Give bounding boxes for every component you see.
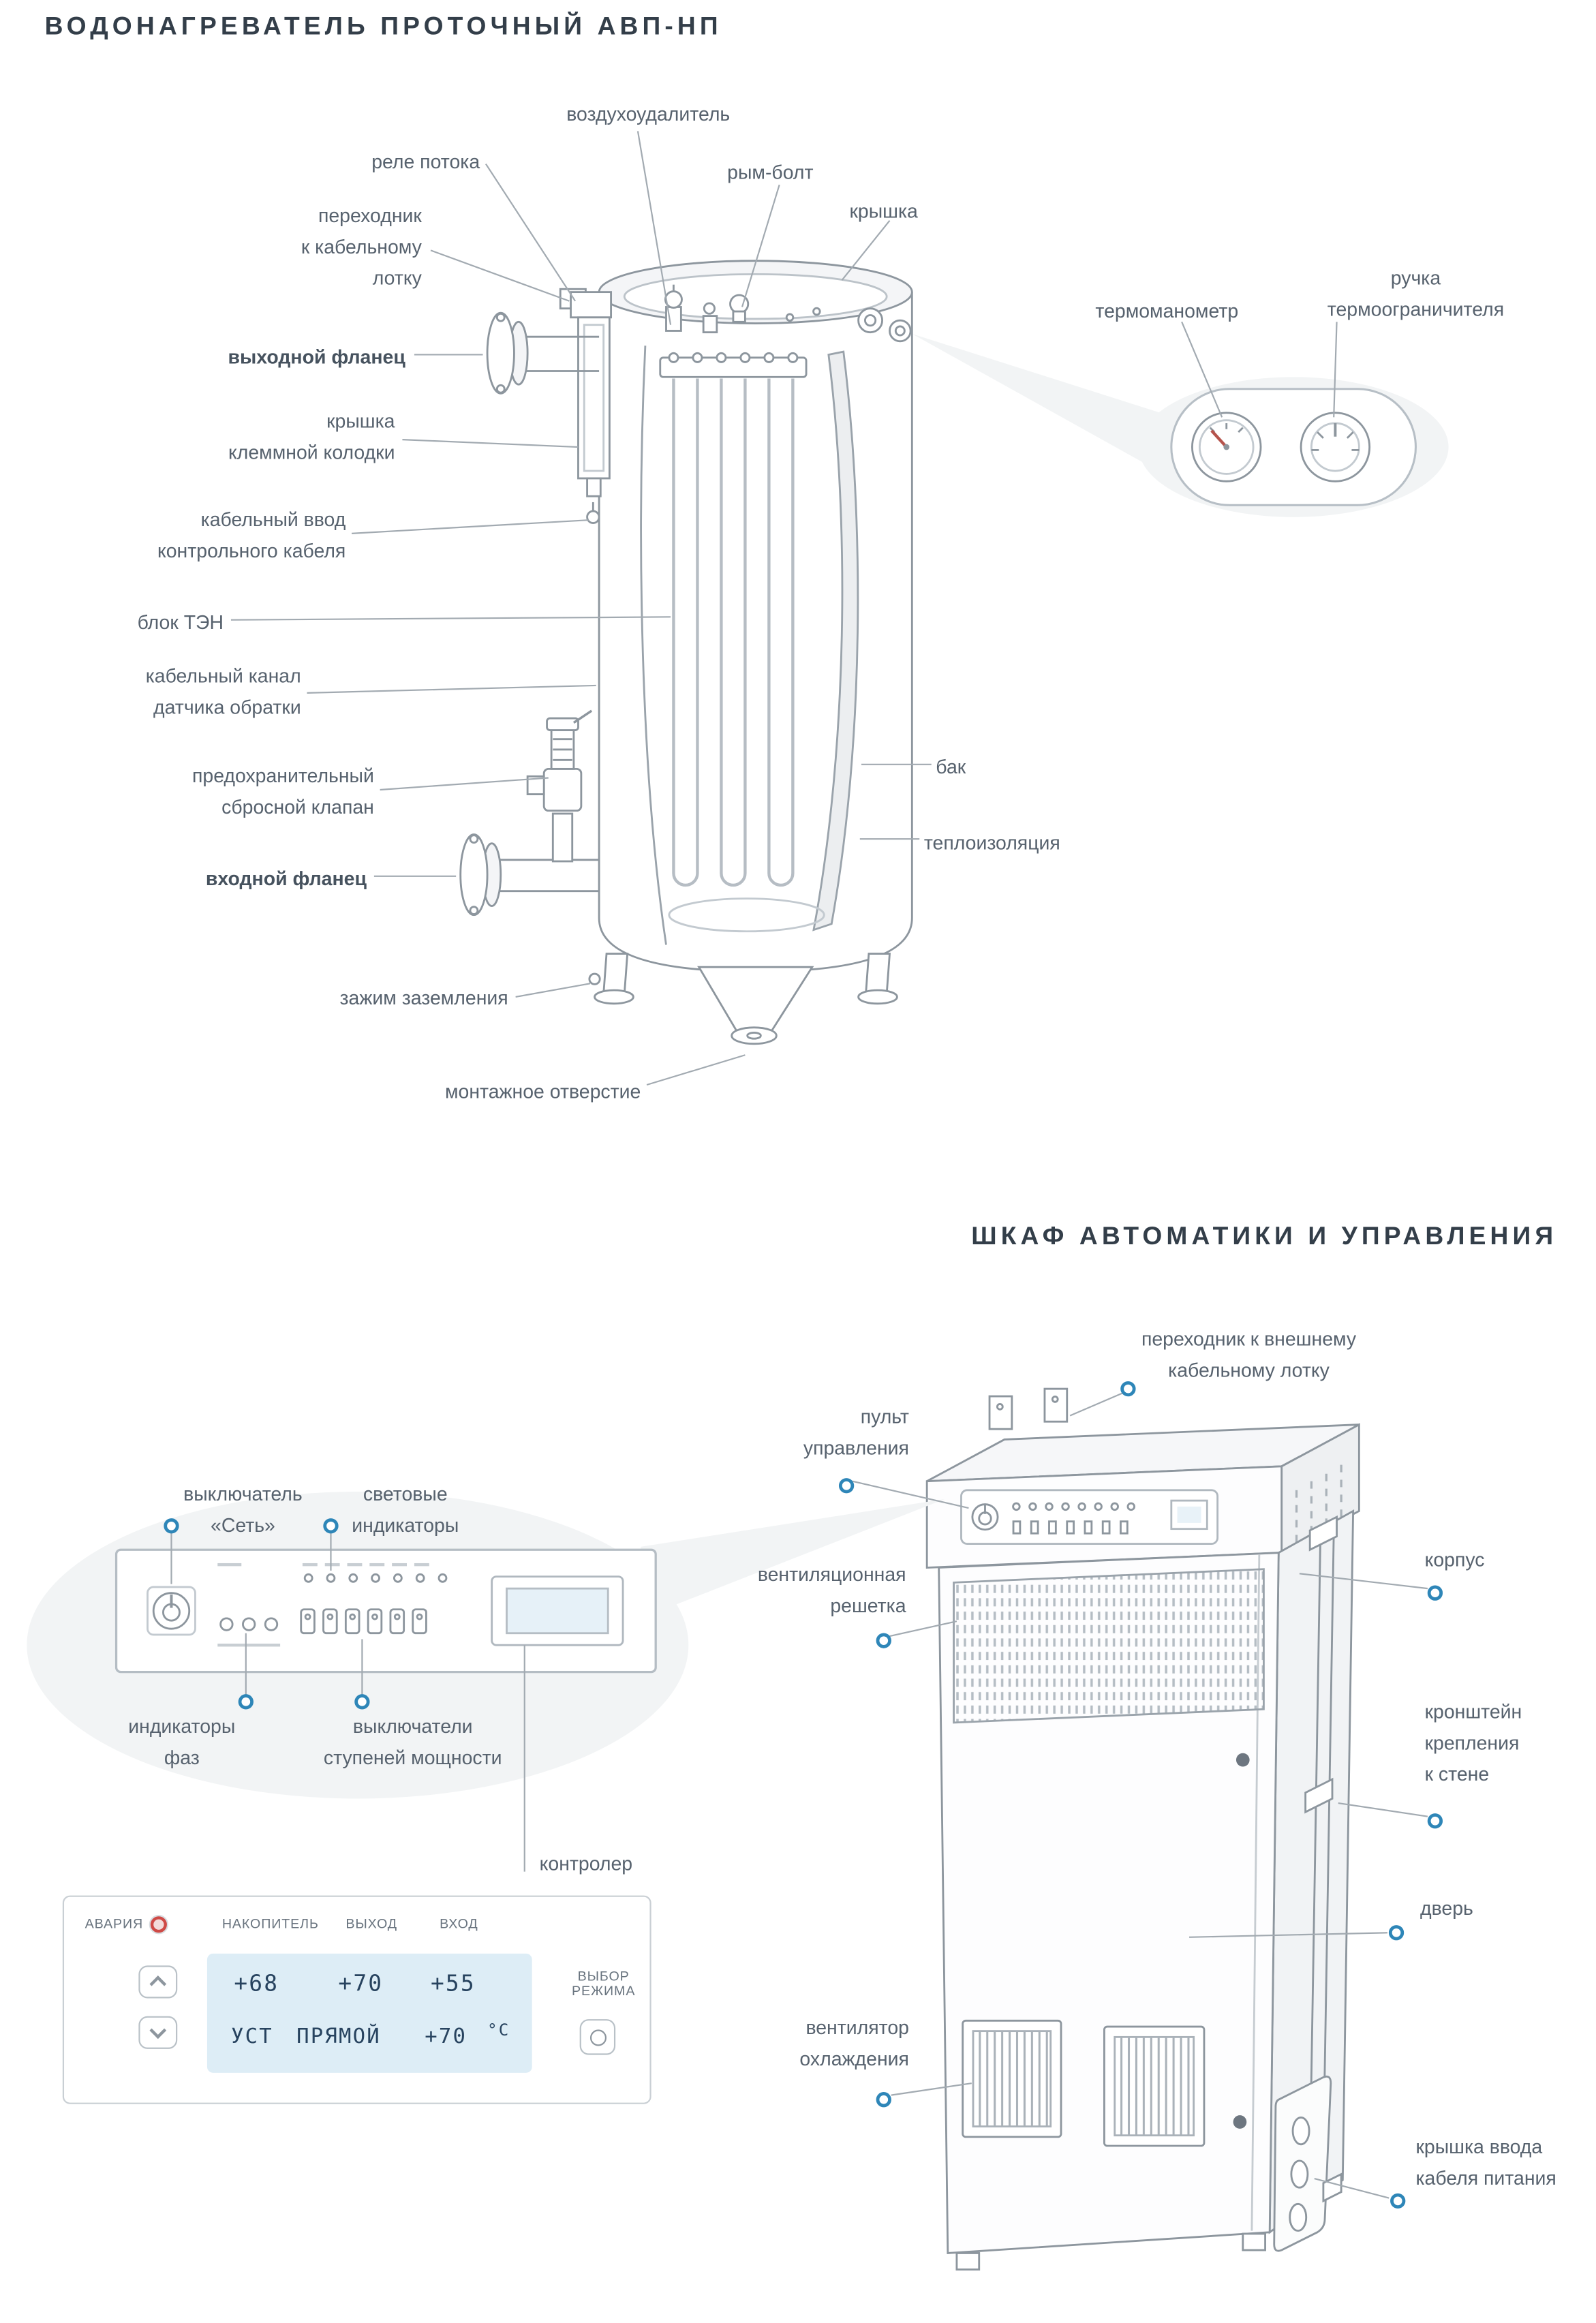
cable-cover-art [1273,2075,1332,2252]
column-input: ВХОД [440,1916,478,1932]
label-control-panel: пульт управления [803,1405,909,1459]
label-insulation: теплоизоляция [923,831,1060,855]
fan-grilles [962,2019,1206,2147]
label-power-cable-cover: крышка ввода кабеля питания [1415,2135,1556,2189]
label-control-cable-entry: кабельный ввод контрольного кабеля [157,508,346,562]
marker-dot [1427,1813,1443,1829]
marker-dot [238,1694,254,1710]
display-set-value: +70 [425,2025,467,2049]
label-limiter-handle: ручка термоограничителя [1327,266,1505,321]
vent-grille-art [953,1568,1265,1724]
stage-switches-art [300,1608,427,1635]
marker-dot [876,2092,891,2108]
lid-instrument-ports [857,307,912,343]
label-outlet-flange: выходной фланец [228,345,405,369]
cabinet-illustration [925,1387,1360,2271]
safety-valve-art [526,709,593,863]
mode-button-ring-icon [589,2029,606,2046]
display-mode-label: ПРЯМОЙ [296,2025,381,2049]
air-vent-fitting [664,284,683,332]
cabinet-leader-lines [170,1392,1428,2199]
marker-dot [838,1478,855,1494]
label-mounting-hole: монтажное отверстие [444,1080,641,1103]
label-power-switch: выключатель «Сеть» [183,1482,303,1537]
phase-indicators-art [219,1617,279,1631]
label-vent-grille: вентиляционная решетка [757,1563,906,1617]
label-air-vent: воздухоудалитель [566,102,731,125]
limiter-knob-gauge [1300,412,1371,482]
control-strip [960,1489,1219,1545]
heating-elements [672,378,795,887]
panel-callout [27,1491,945,1799]
marker-dot [323,1518,339,1534]
label-controller: контролер [539,1852,633,1875]
column-output: ВЫХОД [346,1916,397,1932]
mode-select-label: ВЫБОР РЕЖИМА [571,1968,636,1999]
power-switch-art [147,1586,196,1636]
light-indicators-art [303,1573,448,1583]
label-stage-switches: выключатели ступеней мощности [323,1715,502,1769]
cabinet-section-title: ШКАФ АВТОМАТИКИ И УПРАВЛЕНИЯ [971,1222,1558,1250]
chevron-up-icon [149,1975,167,1993]
marker-dot [1427,1585,1443,1601]
label-cable-tray-adapter: переходник к кабельному лотку [301,204,422,290]
label-housing: корпус [1424,1548,1485,1571]
marker-dot [1390,2193,1406,2209]
label-terminal-cover: крышка клеммной колодки [228,410,395,464]
label-external-tray-adapter: переходник к внешнему кабельному лотку [1141,1327,1357,1382]
ground-clamp-art [588,972,601,985]
controller-card: АВАРИЯ НАКОПИТЕЛЬ ВЫХОД ВХОД +68 +70 +55… [62,1895,651,2104]
wall-bracket-art [1304,1515,1338,2164]
alarm-label: АВАРИЯ [85,1916,144,1932]
label-tank: бак [936,755,966,778]
value-input: +55 [430,1969,476,1997]
up-button [138,1965,178,1999]
alarm-led [150,1916,167,1933]
label-phase-indicators: индикаторы фаз [128,1715,236,1769]
label-wall-bracket: кронштейн крепления к стене [1424,1700,1522,1785]
label-return-sensor-duct: кабельный канал датчика обратки [145,664,301,719]
label-flow-relay: реле потока [371,150,480,173]
label-ground-clamp: зажим заземления [339,986,508,1009]
panel-display-art [491,1575,624,1646]
eye-bolt-fitting [729,294,750,323]
label-cooling-fan: вентилятор охлаждения [799,2016,909,2070]
label-inlet-flange: входной фланец [205,867,367,890]
thermomanometer-gauge [1191,412,1262,482]
marker-dot [1120,1381,1136,1397]
label-heater-block: блок ТЭН [137,611,224,634]
value-output: +70 [338,1969,384,1997]
marker-dot [1388,1925,1405,1941]
gauge-callout [912,333,1449,517]
display-set-label: УСТ [230,2025,273,2049]
down-button [138,2016,178,2049]
marker-dot [354,1694,370,1710]
chevron-down-icon [149,2022,167,2040]
heater-leader-lines [230,131,1338,1086]
value-storage: +68 [234,1969,279,1997]
marker-dots [164,1381,1443,2209]
label-eye-bolt: рым-болт [727,161,814,183]
display-unit: °С [487,2020,510,2040]
terminal-box [570,291,613,524]
heater-illustration [459,260,1449,1045]
mode-select-button [579,2019,616,2055]
controller-display: +68 +70 +55 УСТ ПРЯМОЙ +70 °С [206,1953,532,2073]
heater-section-title: ВОДОНАГРЕВАТЕЛЬ ПРОТОЧНЫЙ АВП-НП [44,12,722,41]
inlet-flange-art [459,833,600,917]
label-light-indicators: световые индикаторы [352,1482,459,1537]
tray-bracket-art [988,1387,1069,1430]
label-thermomanometer: термоманометр [1095,299,1239,322]
label-door: дверь [1420,1896,1473,1920]
column-storage: НАКОПИТЕЛЬ [221,1916,319,1932]
mounting-cone [697,966,814,1045]
marker-dot [164,1518,179,1534]
marker-dot [876,1633,891,1648]
label-lid: крышка [849,200,918,222]
label-safety-valve: предохранительный сбросной клапан [191,764,374,818]
outlet-flange-art [486,311,600,395]
control-panel-box [925,1423,1360,1569]
